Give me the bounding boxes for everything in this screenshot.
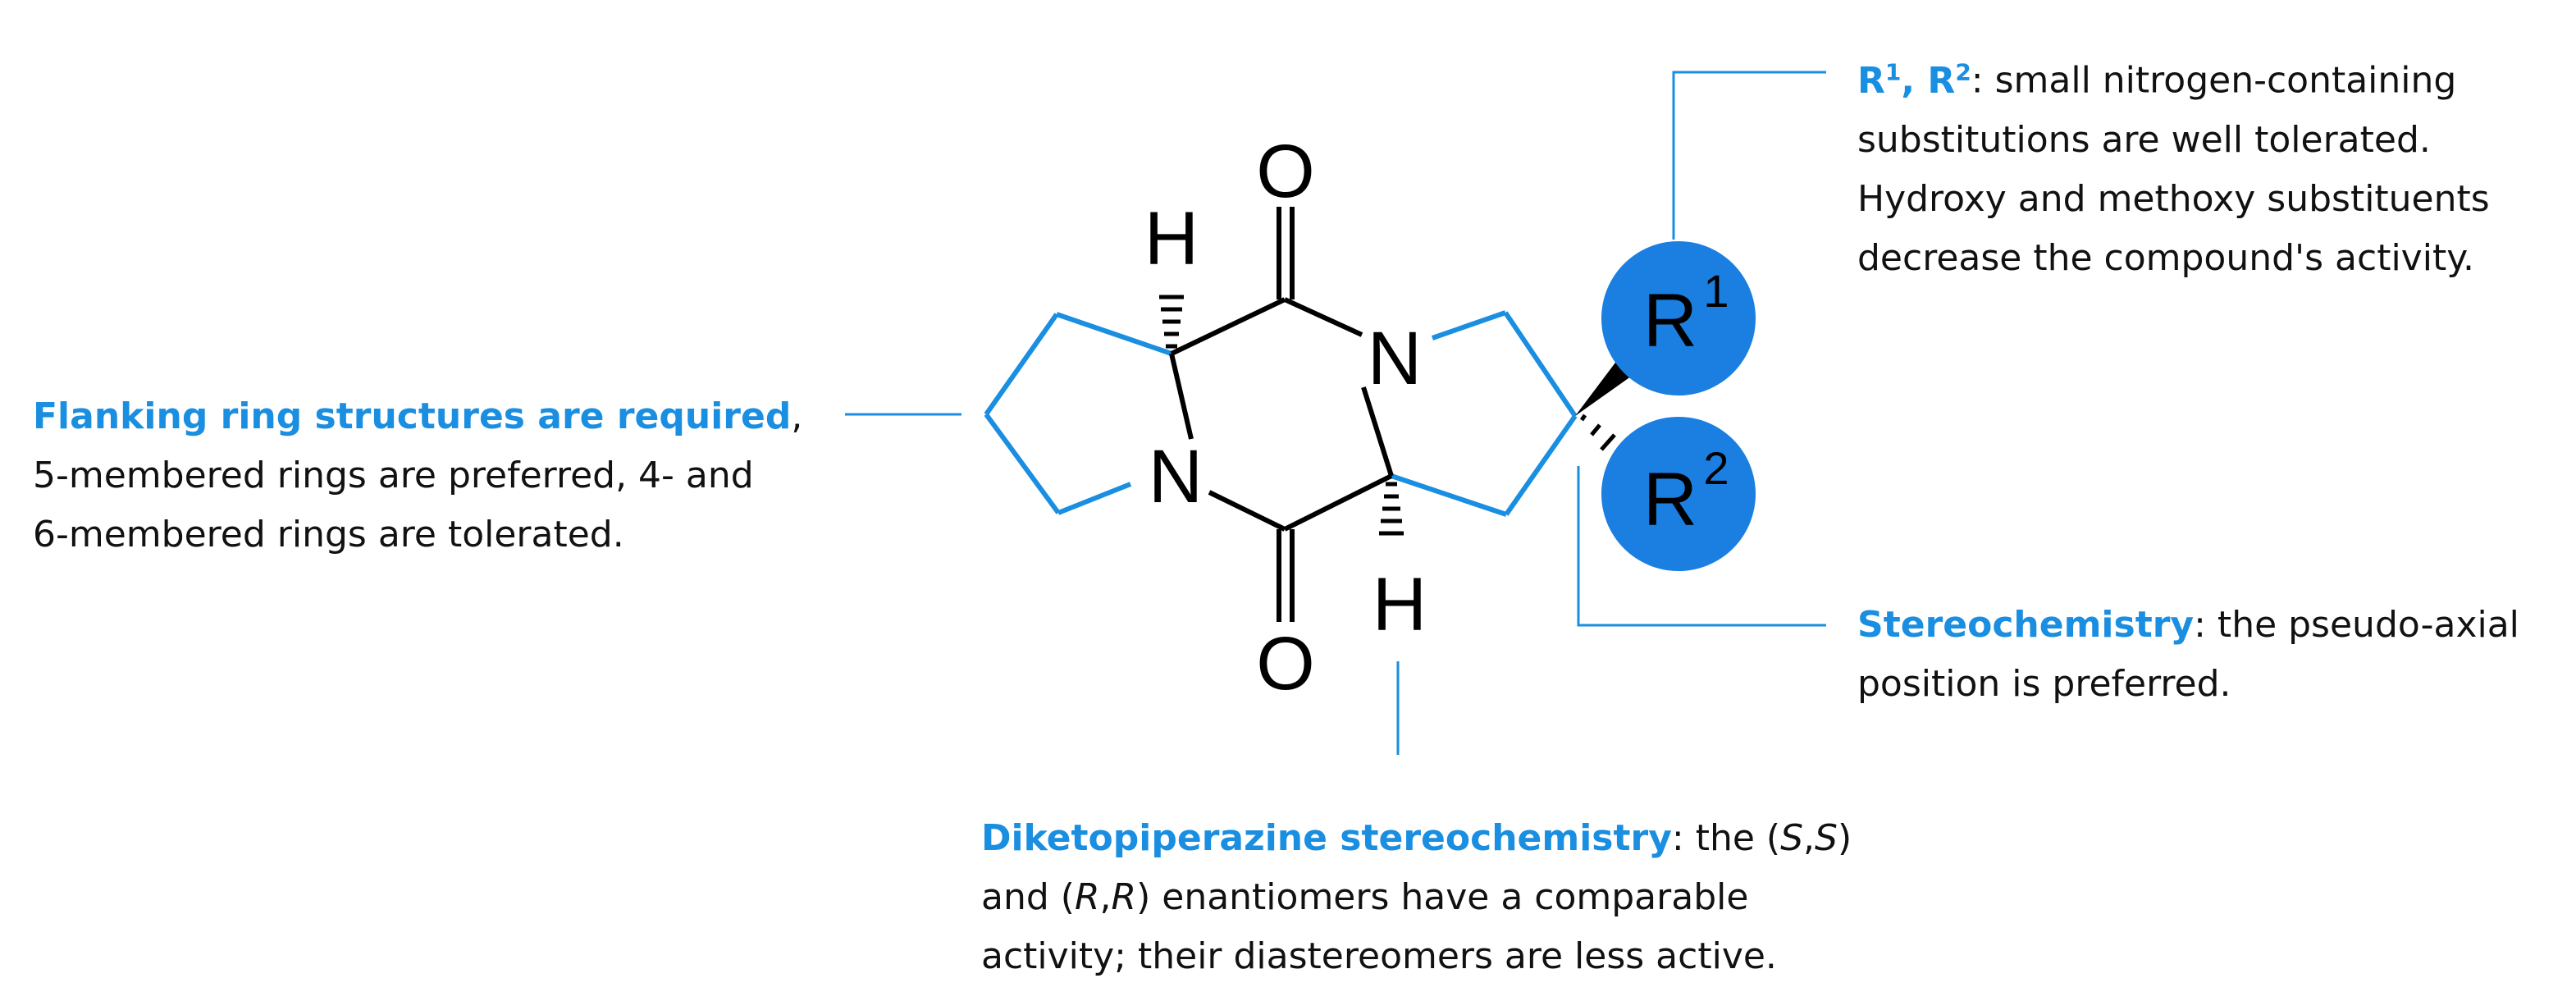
flanking-ring-line-3: 6-membered rings are tolerated. [33,514,624,555]
flanking-ring-text: , [791,395,803,437]
hashed-bond-lower-h [1379,482,1404,536]
wedge-bond-r1 [1575,359,1634,416]
diketopiperazine-core [1169,207,1394,622]
upper-nitrogen-label: N [1368,317,1422,400]
substituent-highlight: R1, R2 [1857,58,1971,102]
flanking-ring-highlight: Flanking ring structures are required [33,395,792,437]
substituent-line-2: substitutions are well tolerated. [1857,118,2431,161]
stereochemistry-annotation: Stereochemistry: the pseudo-axial positi… [1857,596,2563,714]
substituent-text: : small nitrogen-containing [1971,59,2457,102]
callout-lines [845,71,1826,755]
substituent-line-4: decrease the compound's activity. [1857,236,2474,279]
lower-nitrogen-label: N [1149,435,1203,519]
upper-hydrogen-label: H [1144,197,1199,281]
svg-text:R: R [1643,279,1697,363]
diketopiperazine-annotation: Diketopiperazine stereochemistry: the (S… [981,809,1933,986]
diketopiperazine-highlight: Diketopiperazine stereochemistry [981,817,1672,859]
top-oxygen-label: O [1256,130,1315,213]
hashed-bond-upper-h [1159,295,1184,349]
bottom-oxygen-label: O [1256,622,1315,706]
stereochemistry-callout-line [1577,466,1826,627]
r2-substituent-circle: R 2 [1601,417,1756,571]
r1-substituent-circle: R 1 [1601,241,1756,395]
diketopiperazine-line-3: activity; their diastereomers are less a… [981,935,1777,977]
flanking-ring-line-2: 5-membered rings are preferred, 4- and [33,455,754,496]
right-pyrrolidine-ring [1391,310,1578,517]
stereochemistry-highlight: Stereochemistry [1857,604,2195,646]
svg-text:R: R [1643,458,1697,542]
lower-hydrogen-label: H [1372,563,1427,647]
substituent-callout-line [1672,71,1826,240]
svg-text:2: 2 [1703,442,1729,494]
diketopiperazine-line-2: and (R,R) enantiomers have a comparable [981,876,1749,918]
substituent-line-3: Hydroxy and methoxy substituents [1857,177,2490,220]
left-pyrrolidine-ring [984,312,1172,515]
stereochemistry-line-2: position is preferred. [1857,663,2231,705]
substituent-annotation: R1, R2: small nitrogen-containing substi… [1857,43,2563,288]
stereochemistry-text: : the pseudo-axial [2194,604,2519,646]
svg-text:1: 1 [1703,265,1729,317]
flanking-ring-annotation: Flanking ring structures are required, 5… [33,387,853,564]
